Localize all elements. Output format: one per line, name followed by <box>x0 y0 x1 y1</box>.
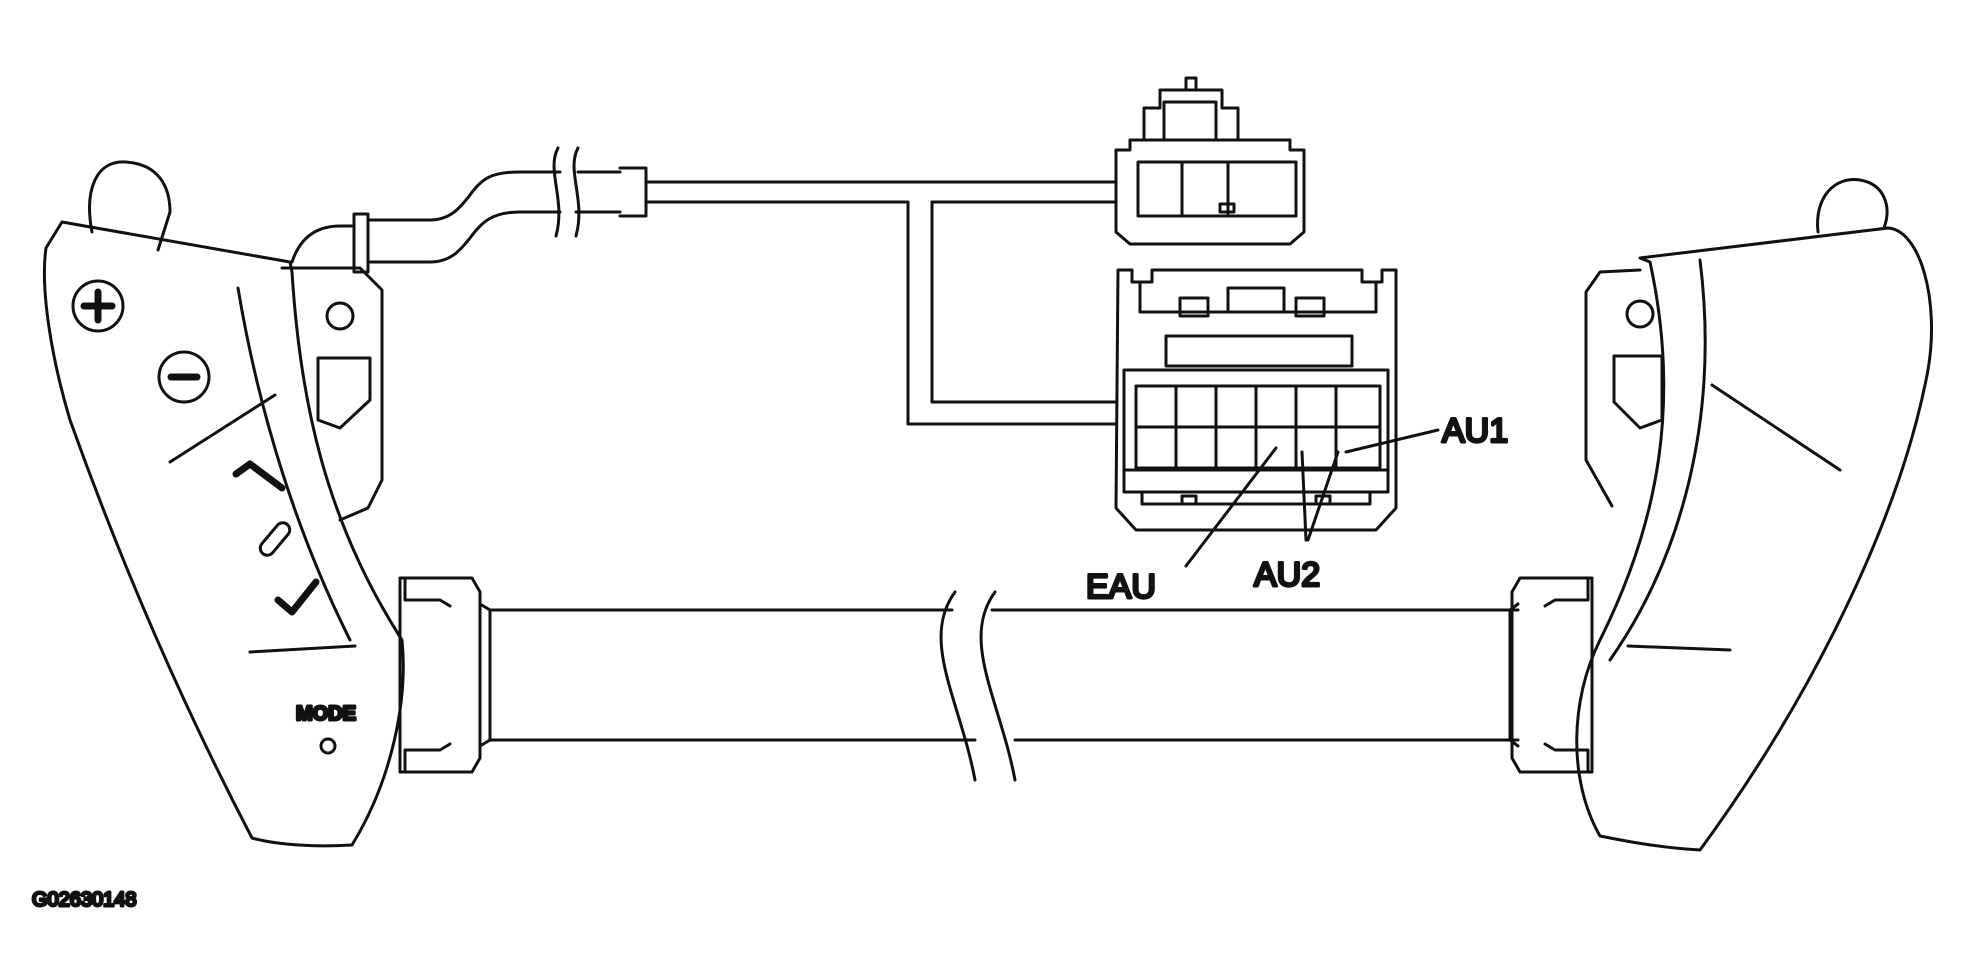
left-bracket-hole <box>325 301 355 331</box>
left-divider-1 <box>168 393 277 464</box>
left-collar <box>398 576 482 774</box>
small-connector <box>1114 76 1306 246</box>
right-bracket-window <box>1612 354 1664 430</box>
au1-leader <box>1344 428 1440 454</box>
au1-label: AU1 <box>1442 412 1508 450</box>
au2-leader-1 <box>1300 450 1308 542</box>
right-divider-2 <box>1626 644 1732 652</box>
left-bracket-window <box>316 356 372 430</box>
au2-leader-2 <box>1306 450 1340 542</box>
eau-label: EAU <box>1086 568 1156 606</box>
right-divider-1 <box>1710 383 1842 472</box>
figure-id: G02630148 <box>32 889 137 911</box>
harness-tube <box>398 576 1594 782</box>
right-top-knob <box>1816 178 1889 234</box>
left-switch-inner-edge <box>236 286 352 642</box>
callouts: AU1 AU2 EAU <box>1085 411 1510 608</box>
large-connector <box>1114 268 1398 532</box>
left-divider-2 <box>248 644 357 654</box>
tube-break-right <box>979 590 1017 782</box>
left-top-knob <box>88 160 172 252</box>
tube-break-left <box>939 590 977 782</box>
cable <box>290 146 1118 426</box>
seek-slot <box>258 521 292 557</box>
right-switch-assembly <box>1575 178 1934 852</box>
right-collar <box>1510 576 1594 774</box>
plus-button[interactable] <box>71 279 125 333</box>
left-bracket <box>280 266 384 522</box>
right-switch-body <box>1575 226 1934 852</box>
left-switch-assembly: MODE <box>42 160 405 848</box>
right-switch-inner-edge <box>1608 258 1707 662</box>
right-bracket <box>1584 268 1642 508</box>
au2-label: AU2 <box>1254 556 1320 594</box>
minus-button[interactable] <box>157 350 211 404</box>
mode-label: MODE <box>296 703 356 725</box>
left-switch-body <box>42 220 405 848</box>
right-bracket-hole <box>1625 299 1655 329</box>
eau-leader <box>1184 446 1278 568</box>
seek-up-button[interactable] <box>232 460 286 492</box>
seek-down-button[interactable] <box>274 578 320 616</box>
mode-button[interactable] <box>319 737 337 755</box>
